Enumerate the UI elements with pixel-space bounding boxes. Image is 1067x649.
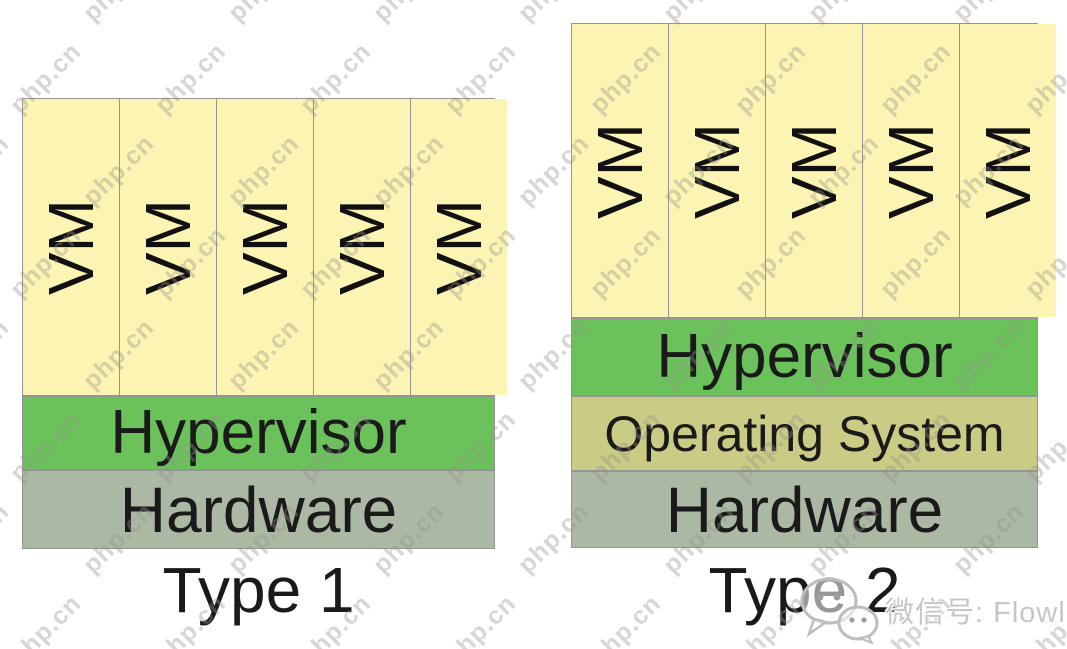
watermark-text: php.cn xyxy=(0,313,15,396)
type1-vm-column-4: VM xyxy=(314,99,411,395)
type2-hardware-layer: Hardware xyxy=(571,471,1038,548)
watermark-text: php.cn xyxy=(0,497,15,580)
type1-vm-column-2: VM xyxy=(120,99,217,395)
wechat-badge-text: 微信号: Flowlet xyxy=(885,597,1067,629)
type2-operating-system-label: Operating System xyxy=(604,405,1005,462)
type2-vm-column-2: VM xyxy=(669,24,766,317)
type1-caption: Type 1 xyxy=(162,554,355,626)
watermark-text: php.cn xyxy=(78,0,161,28)
vm-label: VM xyxy=(778,122,850,219)
type2-vm-row: VM VM VM VM VM xyxy=(571,23,1056,318)
type2-vm-column-1: VM xyxy=(572,24,669,317)
watermark-text: php.cn xyxy=(223,0,306,28)
type1-hypervisor-layer: Hypervisor xyxy=(22,396,495,470)
type1-vm-column-3: VM xyxy=(217,99,314,395)
vm-label: VM xyxy=(326,199,398,295)
wechat-icon xyxy=(800,577,879,644)
type2-vm-column-5: VM xyxy=(960,24,1056,317)
vm-label: VM xyxy=(229,199,301,295)
vm-label: VM xyxy=(681,122,753,219)
watermark-text: php.cn xyxy=(0,0,15,28)
type1-hardware-label: Hardware xyxy=(119,473,398,546)
type2-hypervisor-layer: Hypervisor xyxy=(571,318,1038,396)
type2-operating-system-layer: Operating System xyxy=(571,396,1038,471)
type2-vm-column-4: VM xyxy=(863,24,960,317)
watermark-text: php.cn xyxy=(368,0,451,28)
vm-label: VM xyxy=(35,199,107,295)
type1-hardware-layer: Hardware xyxy=(22,470,495,549)
vm-label: VM xyxy=(972,122,1044,219)
type2-hypervisor-label: Hypervisor xyxy=(656,322,953,391)
watermark-text: php.cn xyxy=(0,129,15,212)
wechat-badge: 微信号: Flowlet xyxy=(796,576,1067,644)
type2-hardware-label: Hardware xyxy=(665,473,944,546)
type1-vm-column-5: VM xyxy=(411,99,507,395)
type1-vm-row: VM VM VM VM VM xyxy=(22,98,507,396)
vm-label: VM xyxy=(875,122,947,219)
type2-vm-column-3: VM xyxy=(766,24,863,317)
vm-label: VM xyxy=(584,122,656,219)
vm-label: VM xyxy=(132,199,204,295)
vm-label: VM xyxy=(423,199,495,295)
type1-vm-column-1: VM xyxy=(23,99,120,395)
type1-hypervisor-label: Hypervisor xyxy=(110,398,407,467)
